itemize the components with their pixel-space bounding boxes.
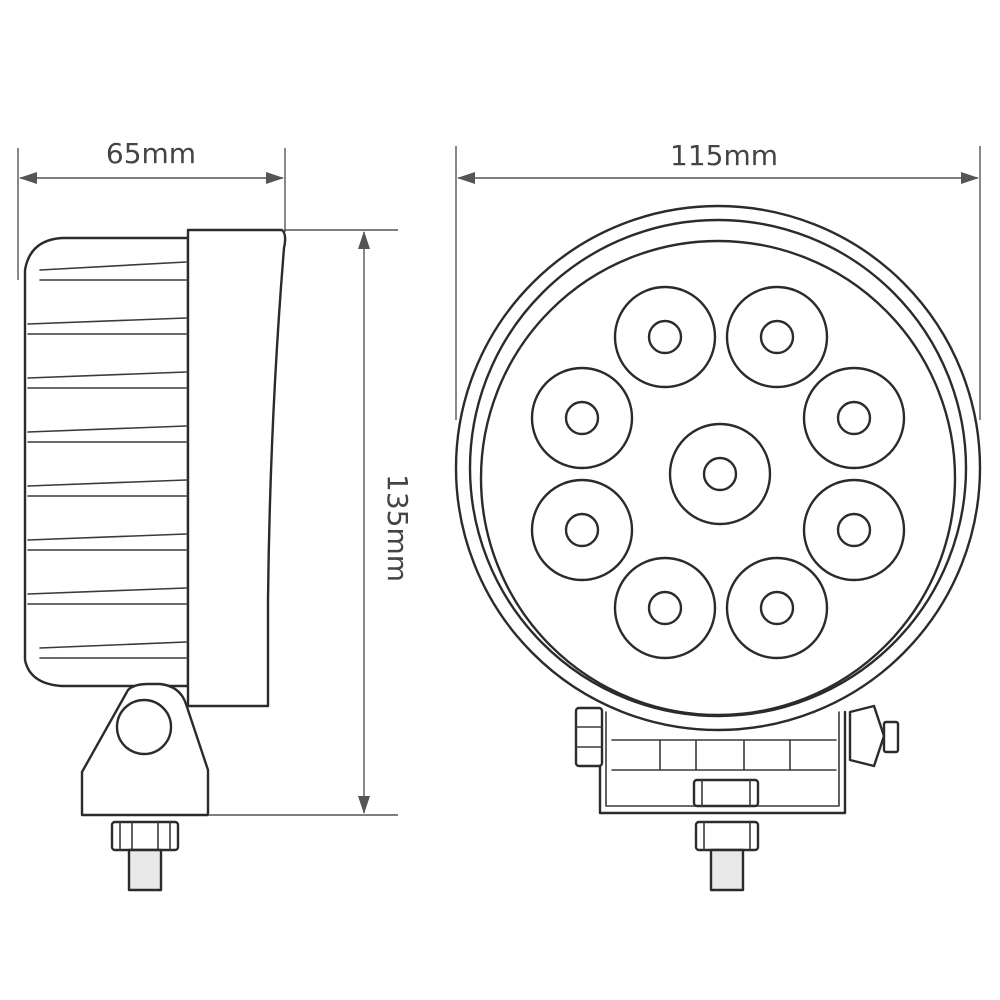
side-mount-stud (127, 848, 163, 892)
dimension-label-side-width: 65mm (106, 137, 196, 170)
front-mount-stud (709, 848, 745, 892)
front-bracket-nut-right (848, 704, 900, 768)
dimension-height: 135mm (208, 229, 414, 816)
side-view (23, 228, 287, 892)
led-4 (802, 366, 906, 470)
side-mount-nut (110, 820, 180, 852)
led-array (530, 285, 906, 660)
led-2 (725, 285, 829, 389)
side-cooling-fins (27, 261, 187, 659)
dimension-front-width: 115mm (455, 139, 981, 420)
front-bracket-nut-left (574, 706, 604, 768)
led-7 (802, 478, 906, 582)
led-9 (725, 556, 829, 660)
led-3 (530, 366, 634, 470)
side-heatsink-body (23, 236, 190, 688)
front-lens (479, 239, 957, 717)
led-6 (530, 478, 634, 582)
led-5 (668, 422, 772, 526)
dimension-label-height: 135mm (381, 474, 414, 582)
side-bracket-bolt (115, 698, 173, 756)
led-8 (613, 556, 717, 660)
dimension-side-width: 65mm (17, 137, 286, 280)
front-mount-nut (692, 778, 760, 852)
side-front-bezel (186, 228, 287, 708)
dimension-label-front-width: 115mm (670, 139, 778, 172)
led-1 (613, 285, 717, 389)
front-housing-outer (454, 204, 982, 732)
front-view (454, 204, 982, 892)
